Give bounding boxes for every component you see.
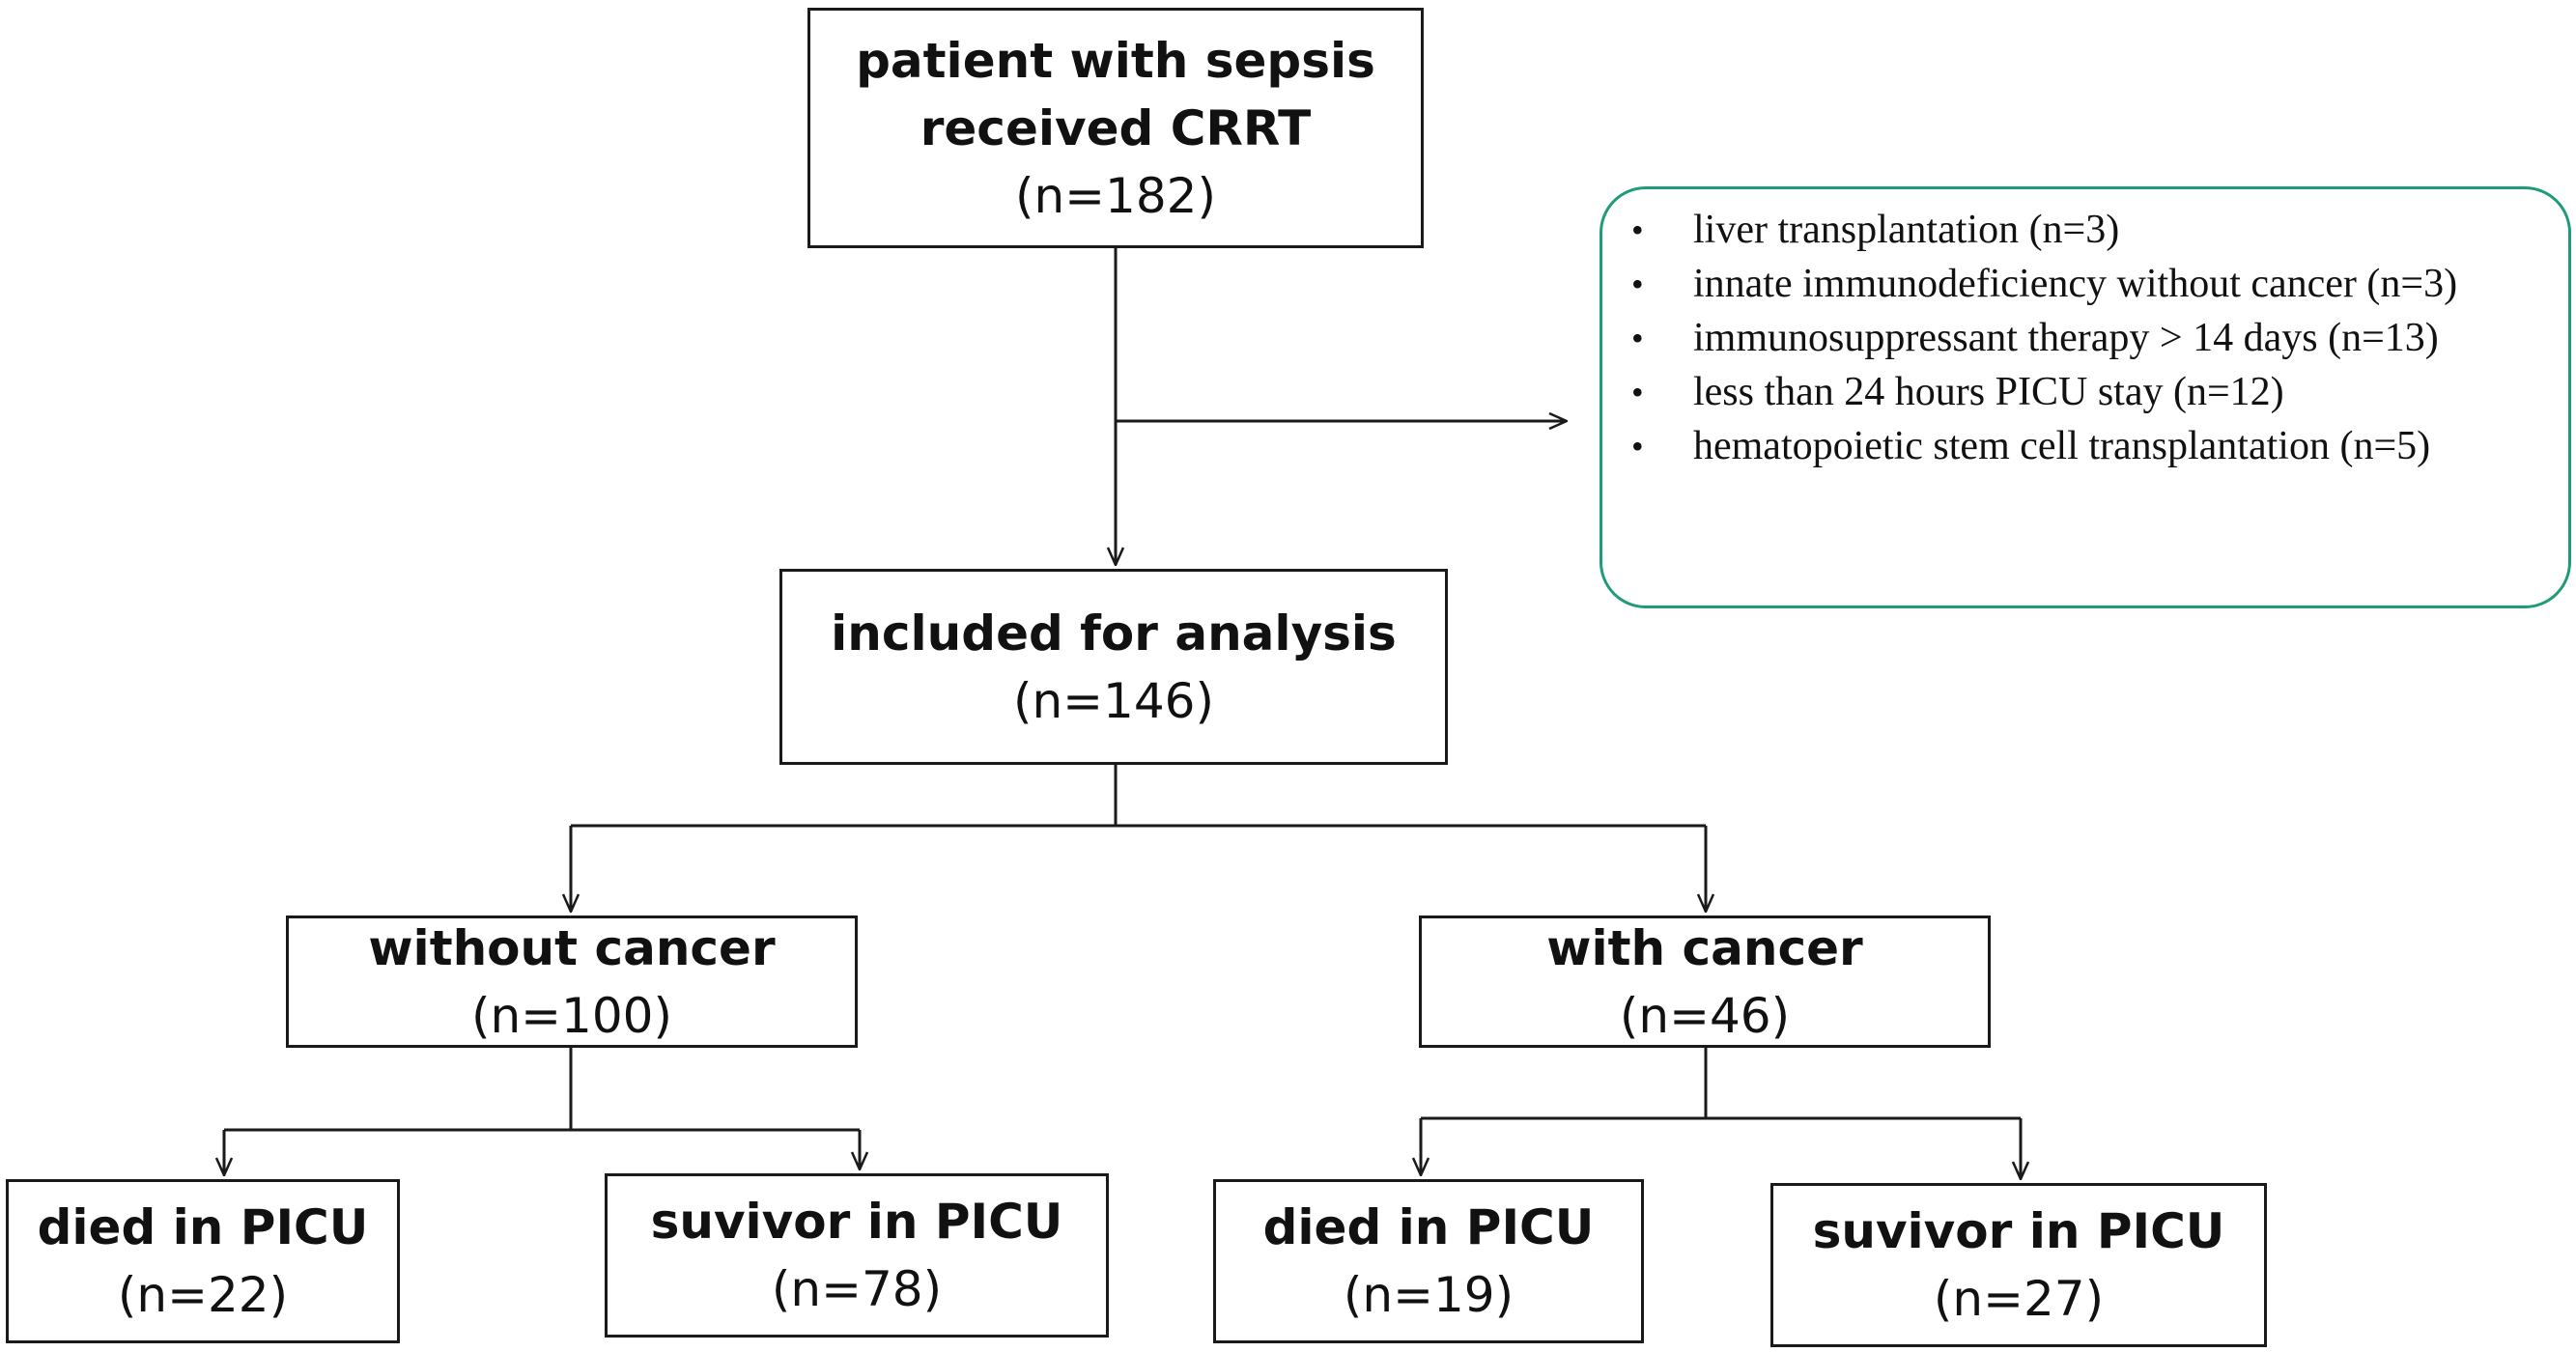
exclusion-item: • less than 24 hours PICU stay (n=12) bbox=[1622, 365, 2543, 419]
node-with-cancer: with cancer (n=46) bbox=[1419, 915, 1991, 1048]
bullet-icon: • bbox=[1631, 373, 1644, 411]
node-without-died-count: (n=22) bbox=[117, 1267, 289, 1323]
exclusion-item-text: liver transplantation (n=3) bbox=[1693, 208, 2120, 252]
exclusion-item: • liver transplantation (n=3) bbox=[1622, 203, 2543, 257]
node-with-survivor-count: (n=27) bbox=[1933, 1271, 2105, 1327]
node-without-cancer-survivor: suvivor in PICU (n=78) bbox=[605, 1173, 1109, 1338]
exclusion-item-text: immunosuppressant therapy > 14 days (n=1… bbox=[1693, 316, 2439, 360]
node-sepsis-crrt-title-line-2: received CRRT bbox=[920, 99, 1312, 156]
node-with-cancer-count: (n=46) bbox=[1619, 987, 1791, 1044]
node-included-for-analysis: included for analysis (n=146) bbox=[779, 569, 1448, 765]
node-without-died-title: died in PICU bbox=[37, 1199, 369, 1255]
node-with-died-title: died in PICU bbox=[1262, 1199, 1595, 1255]
exclusion-item: • innate immunodeficiency without cancer … bbox=[1622, 257, 2543, 311]
exclusion-criteria-box: • liver transplantation (n=3) • innate imm… bbox=[1599, 186, 2571, 608]
node-included-title: included for analysis bbox=[831, 605, 1397, 662]
exclusion-list: • liver transplantation (n=3) • innate imm… bbox=[1622, 203, 2543, 473]
bullet-icon: • bbox=[1631, 427, 1644, 465]
node-without-survivor-title: suvivor in PICU bbox=[650, 1194, 1063, 1250]
node-without-cancer-count: (n=100) bbox=[470, 987, 673, 1044]
node-with-cancer-died: died in PICU (n=19) bbox=[1213, 1179, 1644, 1343]
node-included-count: (n=146) bbox=[1012, 672, 1215, 729]
node-with-survivor-title: suvivor in PICU bbox=[1812, 1203, 2225, 1259]
node-sepsis-crrt: patient with sepsis received CRRT (n=182… bbox=[807, 8, 1424, 248]
exclusion-item-text: less than 24 hours PICU stay (n=12) bbox=[1693, 370, 2284, 414]
node-with-died-count: (n=19) bbox=[1343, 1267, 1514, 1323]
bullet-icon: • bbox=[1631, 211, 1644, 249]
node-without-cancer-died: died in PICU (n=22) bbox=[6, 1179, 400, 1343]
node-without-cancer-title: without cancer bbox=[368, 919, 776, 976]
node-sepsis-crrt-title-line-1: patient with sepsis bbox=[856, 32, 1375, 89]
node-sepsis-crrt-count: (n=182) bbox=[1014, 167, 1217, 224]
exclusion-item: • immunosuppressant therapy > 14 days (n=… bbox=[1622, 311, 2543, 365]
bullet-icon: • bbox=[1631, 319, 1644, 357]
node-with-cancer-survivor: suvivor in PICU (n=27) bbox=[1770, 1183, 2267, 1347]
node-with-cancer-title: with cancer bbox=[1546, 919, 1863, 976]
node-without-cancer: without cancer (n=100) bbox=[286, 915, 858, 1048]
exclusion-item-text: innate immunodeficiency without cancer (… bbox=[1693, 262, 2458, 306]
bullet-icon: • bbox=[1631, 265, 1644, 303]
node-without-survivor-count: (n=78) bbox=[771, 1261, 943, 1317]
exclusion-item: • hematopoietic stem cell transplantation… bbox=[1622, 419, 2543, 473]
exclusion-item-text: hematopoietic stem cell transplantation … bbox=[1693, 424, 2431, 468]
